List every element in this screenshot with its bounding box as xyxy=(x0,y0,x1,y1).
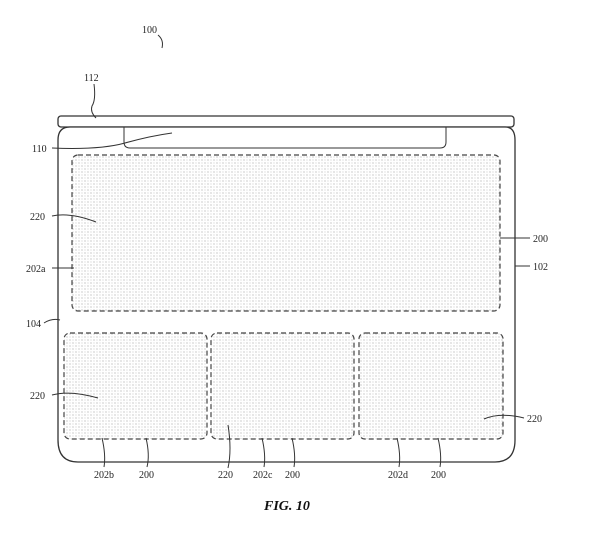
leader-112 xyxy=(91,83,97,119)
label-100: 100 xyxy=(142,25,157,36)
label-202c: 202c xyxy=(253,470,273,481)
label-220-bottom: 220 xyxy=(218,470,233,481)
label-200-b2: 200 xyxy=(285,470,300,481)
label-104: 104 xyxy=(26,319,41,330)
figure-caption: FIG. 10 xyxy=(263,499,310,514)
leader-200-b3 xyxy=(437,437,442,468)
label-200-right: 200 xyxy=(533,234,548,245)
label-200-b1: 200 xyxy=(139,470,154,481)
label-112: 112 xyxy=(84,73,99,84)
leader-220-bottom xyxy=(227,424,231,469)
leader-200-b1 xyxy=(145,437,149,468)
leader-200-b2 xyxy=(291,437,296,468)
leader-202c xyxy=(261,437,266,468)
label-220-left: 220 xyxy=(30,391,45,402)
label-202a: 202a xyxy=(26,264,46,275)
leader-220-right xyxy=(483,414,525,420)
leader-104 xyxy=(43,318,61,324)
label-220-right: 220 xyxy=(527,414,542,425)
leader-220-left xyxy=(51,392,99,399)
display-lid xyxy=(57,115,515,128)
label-202b: 202b xyxy=(94,470,114,481)
hinge-recess xyxy=(123,127,447,149)
leader-202d xyxy=(396,437,401,468)
leader-110 xyxy=(51,132,173,149)
label-102: 102 xyxy=(533,262,548,273)
sensing-region-202d xyxy=(358,332,504,440)
label-200-b3: 200 xyxy=(431,470,446,481)
label-202d: 202d xyxy=(388,470,408,481)
sensing-region-202c xyxy=(210,332,355,440)
label-220-top: 220 xyxy=(30,212,45,223)
label-110: 110 xyxy=(32,144,47,155)
leader-100 xyxy=(157,34,163,49)
sensing-region-202a xyxy=(71,154,501,312)
leader-220-top xyxy=(51,214,97,223)
sensing-region-202b xyxy=(63,332,208,440)
leader-202b xyxy=(101,437,106,468)
